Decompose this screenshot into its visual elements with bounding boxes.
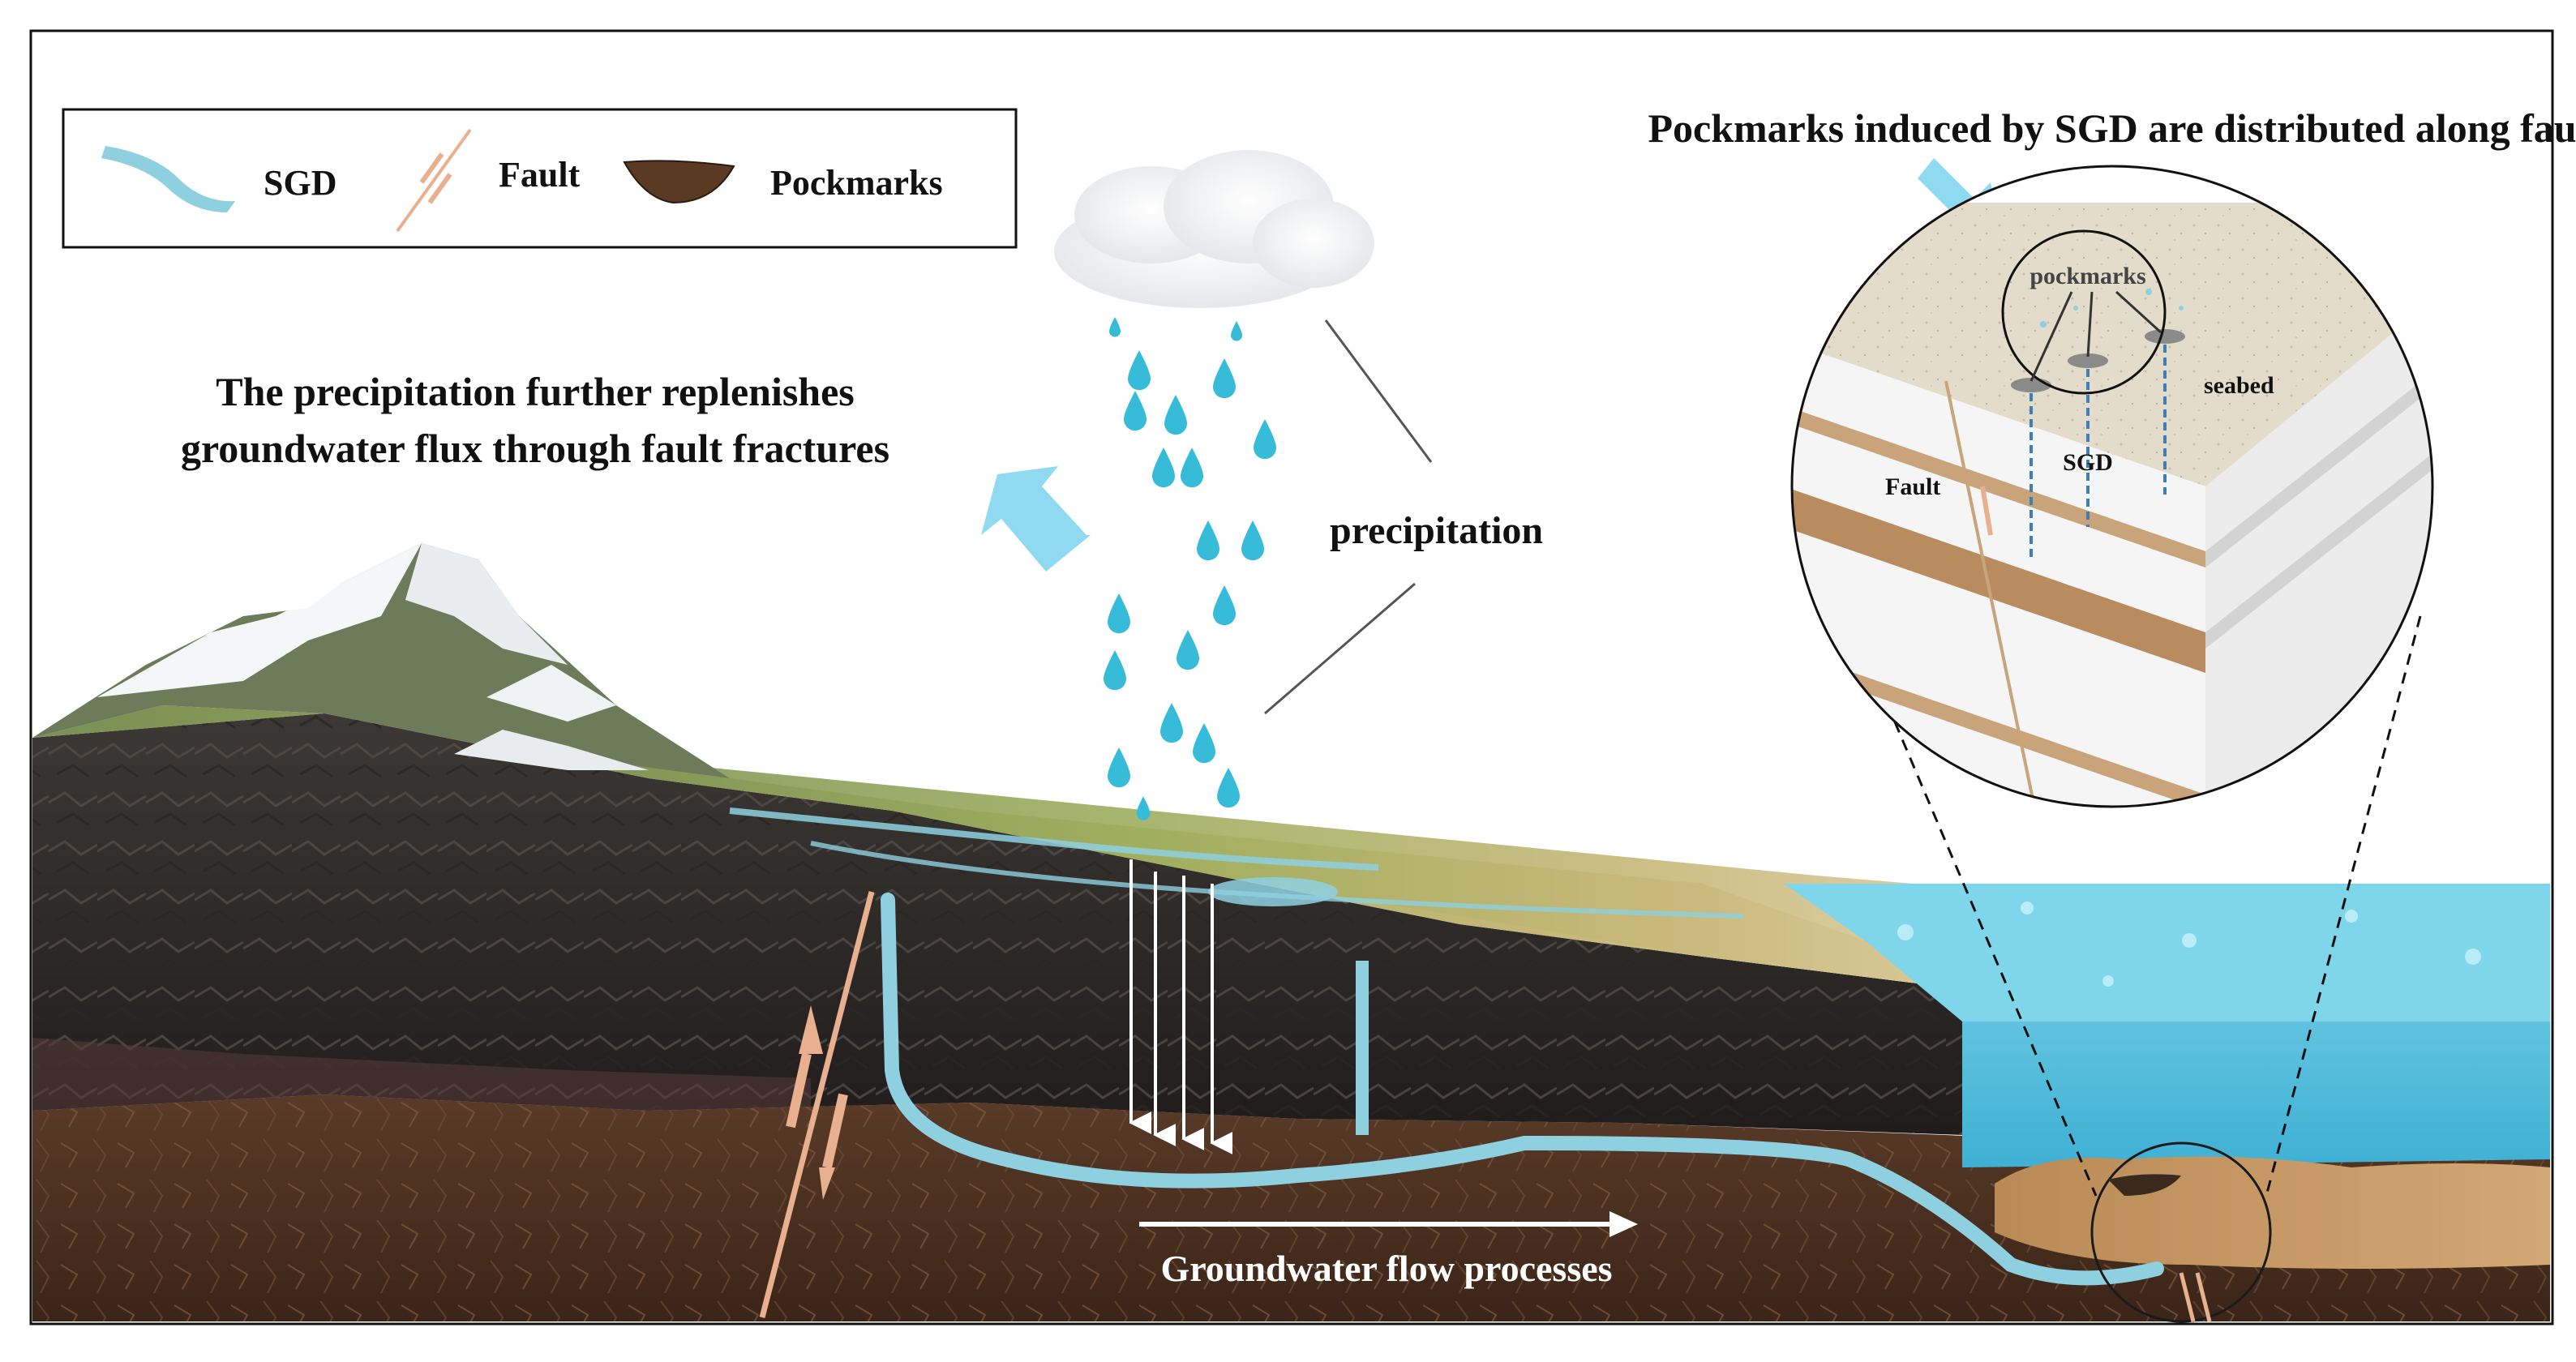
raindrop [1136,796,1151,820]
cloud [1054,150,1374,308]
inset-sgd-label: SGD [2063,449,2113,476]
raindrop [1177,630,1199,670]
legend-fault-label: Fault [499,155,581,195]
raindrops [1104,317,1276,820]
raindrop [1181,448,1203,488]
magnifier-circle [2090,1141,2272,1323]
pockmark-mini [2108,1174,2181,1196]
replenish-text-line2: groundwater flux through fault fractures [181,426,889,471]
raindrop [1231,321,1242,341]
raindrop [1213,358,1236,399]
raindrop [1104,650,1126,691]
raindrop [1197,520,1219,561]
raindrop [1128,350,1151,391]
raindrop [1193,723,1216,764]
raindrop [1152,448,1175,488]
raindrop [1108,593,1131,634]
groundwater-flow-label: Groundwater flow processes [1160,1248,1612,1289]
pockmark-legend-icon [623,160,735,204]
figure-frame [29,29,2554,1326]
raindrop [1217,768,1240,808]
snowy-mountains [32,543,730,778]
legend-sgd-label: SGD [264,163,336,203]
raindrop [1254,419,1276,460]
callout-arrow-replenish [981,466,1091,572]
sgd-legend-icon [101,146,235,212]
raindrop [1213,585,1236,626]
legend-box [62,108,1018,249]
groundwater-flow-arrow [1139,1211,1638,1237]
raindrop [1164,395,1188,435]
inset-circle: pockmarks seabed SGD Fault [1790,165,2434,808]
inset-title: Pockmarks induced by SGD are distributed… [1648,105,2576,151]
infiltration-arrows [1129,859,1233,1154]
landscape-block [32,543,2550,1323]
raindrop [1108,747,1131,788]
raindrop [1241,520,1264,561]
sea-block [1784,884,2550,1269]
precip-leader-lower [1264,582,1416,715]
raindrop [1160,703,1183,743]
replenish-text-line1: The precipitation further replenishes [216,369,855,414]
legend-pockmarks-label: Pockmarks [770,163,943,203]
fault-line [759,891,875,1318]
groundwater-channel [881,893,2164,1286]
fault-legend-icon [396,128,472,233]
precip-leader-upper [1324,319,1433,463]
seabed-sand [1995,1156,2550,1269]
inset-fault-label: Fault [1885,473,1940,500]
connector-right [2265,615,2422,1197]
inset-seabed-label: seabed [2204,372,2274,399]
raindrop [1124,391,1147,431]
connector-left [1855,632,2098,1197]
raindrop [1109,317,1121,337]
precipitation-label: precipitation [1330,509,1543,552]
inset-pockmarks-label: pockmarks [2030,263,2145,289]
legend: SGD Fault Pockmarks [62,108,1018,249]
